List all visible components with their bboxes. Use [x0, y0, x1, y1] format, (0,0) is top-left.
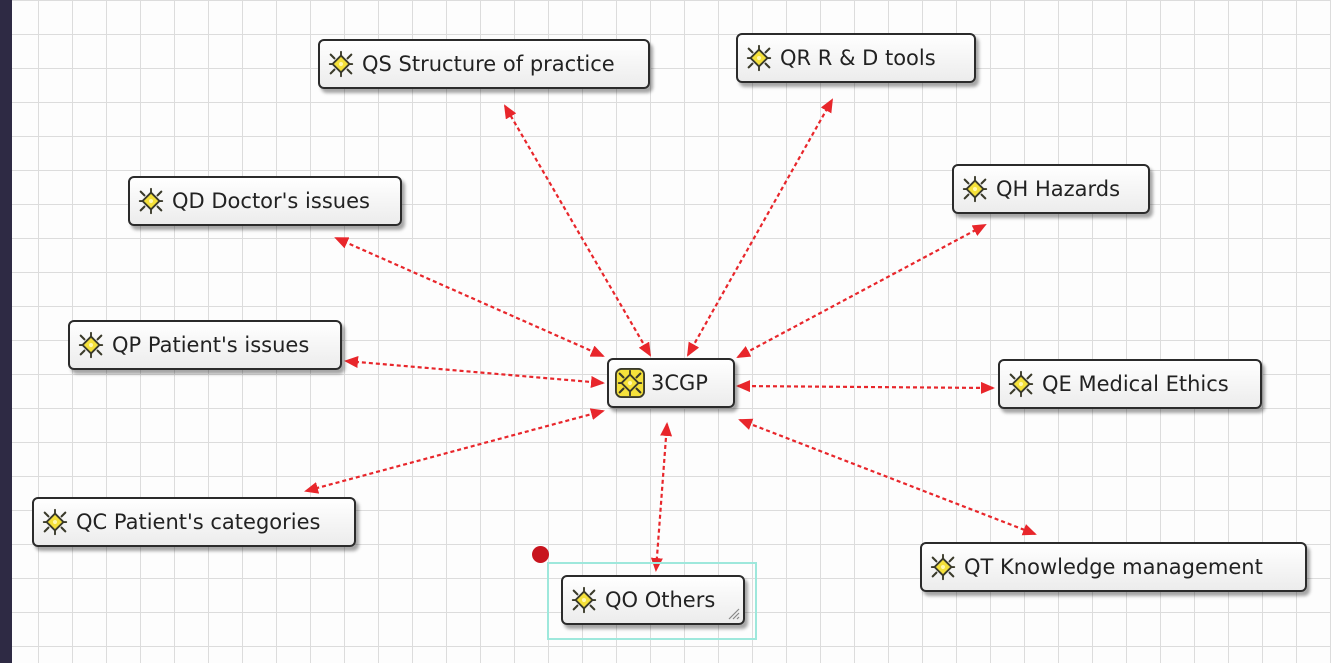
link-3cgp-qc[interactable] — [304, 408, 605, 494]
link-3cgp-qo[interactable] — [650, 422, 673, 572]
category-icon — [962, 175, 988, 203]
category-icon — [78, 331, 104, 359]
link-3cgp-qt[interactable] — [738, 418, 1037, 536]
node-qr-rd-tools[interactable]: QR R & D tools — [736, 33, 976, 83]
resize-handle-icon[interactable] — [728, 608, 740, 620]
category-icon — [571, 586, 597, 614]
category-icon — [138, 187, 164, 215]
node-qh-hazards[interactable]: QH Hazards — [952, 164, 1150, 214]
node-qe-medical-ethics[interactable]: QE Medical Ethics — [998, 359, 1262, 409]
category-icon — [328, 50, 354, 78]
node-label: QT Knowledge management — [964, 555, 1263, 579]
link-3cgp-qd[interactable] — [334, 236, 605, 358]
left-panel-border — [0, 0, 12, 663]
node-qo-others[interactable]: QO Others — [561, 575, 745, 625]
node-label: QD Doctor's issues — [172, 189, 370, 213]
category-icon — [42, 508, 68, 536]
selection-box — [547, 562, 757, 640]
node-label: QS Structure of practice — [362, 52, 615, 76]
category-icon — [1008, 370, 1034, 398]
link-3cgp-qh[interactable] — [736, 224, 987, 358]
node-root-3cgp[interactable]: 3CGP — [607, 358, 735, 408]
node-qc-patients-categories[interactable]: QC Patient's categories — [32, 497, 356, 547]
node-qd-doctors-issues[interactable]: QD Doctor's issues — [128, 176, 402, 226]
link-3cgp-qr[interactable] — [687, 98, 833, 357]
node-label: QP Patient's issues — [112, 333, 310, 357]
node-label: 3CGP — [651, 371, 708, 395]
connector-dot[interactable] — [532, 546, 549, 563]
category-icon — [930, 553, 956, 581]
node-label: QE Medical Ethics — [1042, 372, 1229, 396]
category-root-icon — [615, 368, 645, 398]
category-icon — [746, 44, 772, 72]
link-3cgp-qp[interactable] — [344, 356, 605, 388]
node-label: QO Others — [605, 588, 716, 612]
node-qt-knowledge-management[interactable]: QT Knowledge management — [920, 542, 1307, 592]
node-qs-structure-of-practice[interactable]: QS Structure of practice — [318, 39, 650, 89]
node-label: QR R & D tools — [780, 46, 936, 70]
node-label: QC Patient's categories — [76, 510, 321, 534]
link-3cgp-qs[interactable] — [503, 104, 652, 357]
link-3cgp-qe[interactable] — [736, 380, 995, 394]
node-qp-patients-issues[interactable]: QP Patient's issues — [68, 320, 342, 370]
node-label: QH Hazards — [996, 177, 1121, 201]
